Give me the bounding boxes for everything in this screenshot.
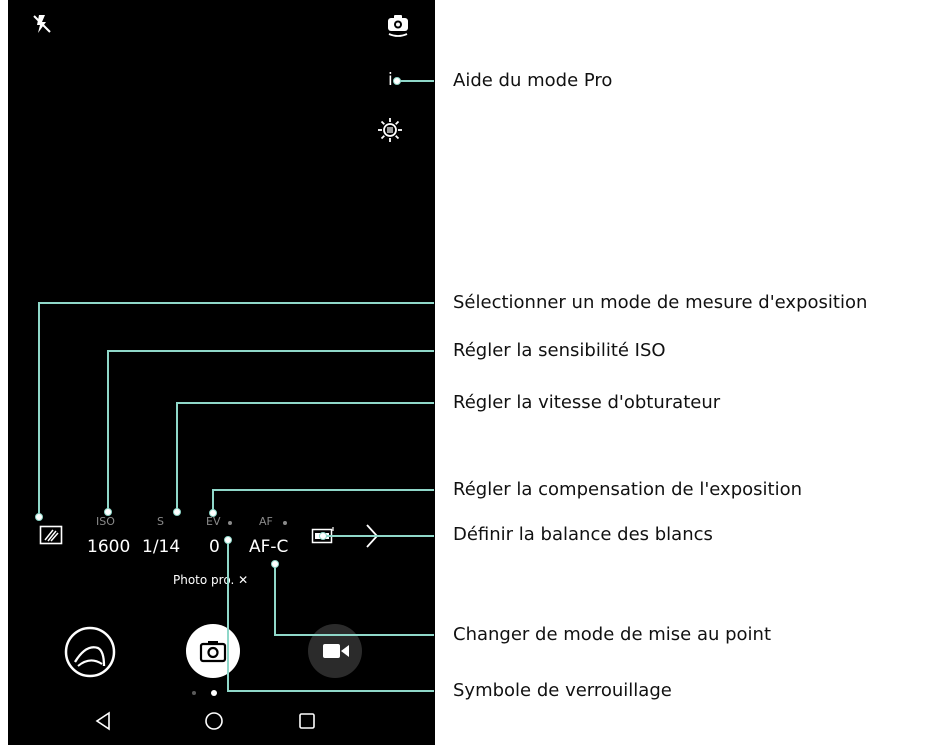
callout-line-metering — [38, 302, 40, 518]
shutter-button[interactable] — [186, 624, 240, 678]
callout-line-shutter — [176, 402, 178, 512]
switch-camera-icon[interactable] — [385, 13, 411, 37]
metering-icon[interactable] — [39, 525, 63, 545]
nav-recent-icon[interactable] — [298, 712, 316, 730]
annotation-pro-help: Aide du mode Pro — [453, 70, 613, 91]
callout-line-ev — [212, 489, 214, 513]
annotation-lock: Symbole de verrouillage — [453, 680, 672, 701]
callout-dot-shutter — [173, 508, 181, 516]
video-button[interactable] — [308, 624, 362, 678]
gallery-icon[interactable] — [64, 626, 116, 678]
af-lock-dot — [283, 521, 287, 525]
annotation-focus: Changer de mode de mise au point — [453, 624, 772, 645]
shutter-label: S — [157, 515, 164, 528]
callout-dot-wb — [319, 532, 327, 540]
callout-line-shutter-h — [176, 402, 434, 404]
ev-lock-dot — [228, 521, 232, 525]
callout-line-ev-h — [212, 489, 434, 491]
callout-line-iso-h — [107, 350, 434, 352]
callout-line-pro-help — [396, 80, 434, 82]
callout-dot-focus — [271, 560, 279, 568]
video-icon — [323, 644, 349, 658]
ev-label: EV — [206, 515, 221, 528]
brightness-settings-icon[interactable] — [377, 117, 403, 143]
callout-dot-metering — [35, 513, 43, 521]
page-dot — [192, 691, 196, 695]
af-value[interactable]: AF-C — [249, 537, 289, 557]
annotation-wb: Définir la balance des blancs — [453, 524, 713, 545]
ev-value[interactable]: 0 — [209, 537, 220, 557]
callout-line-wb — [323, 535, 434, 537]
callout-dot-lock — [224, 536, 232, 544]
shutter-value[interactable]: 1/14 — [142, 537, 181, 557]
annotation-iso: Régler la sensibilité ISO — [453, 340, 666, 361]
flash-off-icon[interactable] — [30, 12, 54, 36]
af-label: AF — [259, 515, 273, 528]
shutter-icon — [199, 641, 227, 663]
callout-line-iso — [107, 350, 109, 512]
nav-back-icon[interactable] — [94, 711, 112, 731]
callout-dot-pro-help — [393, 77, 401, 85]
annotation-shutter: Régler la vitesse d'obturateur — [453, 392, 721, 413]
callout-line-lock-h — [227, 690, 434, 692]
callout-line-focus — [274, 564, 276, 636]
page-dot-active — [211, 690, 217, 696]
iso-value[interactable]: 1600 — [87, 537, 131, 557]
annotation-ev: Régler la compensation de l'exposition — [453, 479, 802, 500]
callout-dot-iso — [104, 508, 112, 516]
iso-label: ISO — [96, 515, 115, 528]
pro-info-button[interactable]: i — [388, 70, 393, 90]
callout-line-metering-h — [38, 302, 434, 304]
callout-dot-ev — [209, 509, 217, 517]
callout-line-lock — [227, 540, 229, 692]
annotation-metering: Sélectionner un mode de mesure d'exposit… — [453, 292, 868, 313]
phone-screen: i ISO 1600 S 1/14 EV 0 AF AF-C — [8, 0, 435, 745]
callout-line-focus-h — [274, 634, 434, 636]
nav-home-icon[interactable] — [204, 711, 224, 731]
mode-pill[interactable]: Photo pro. ✕ — [173, 573, 249, 587]
